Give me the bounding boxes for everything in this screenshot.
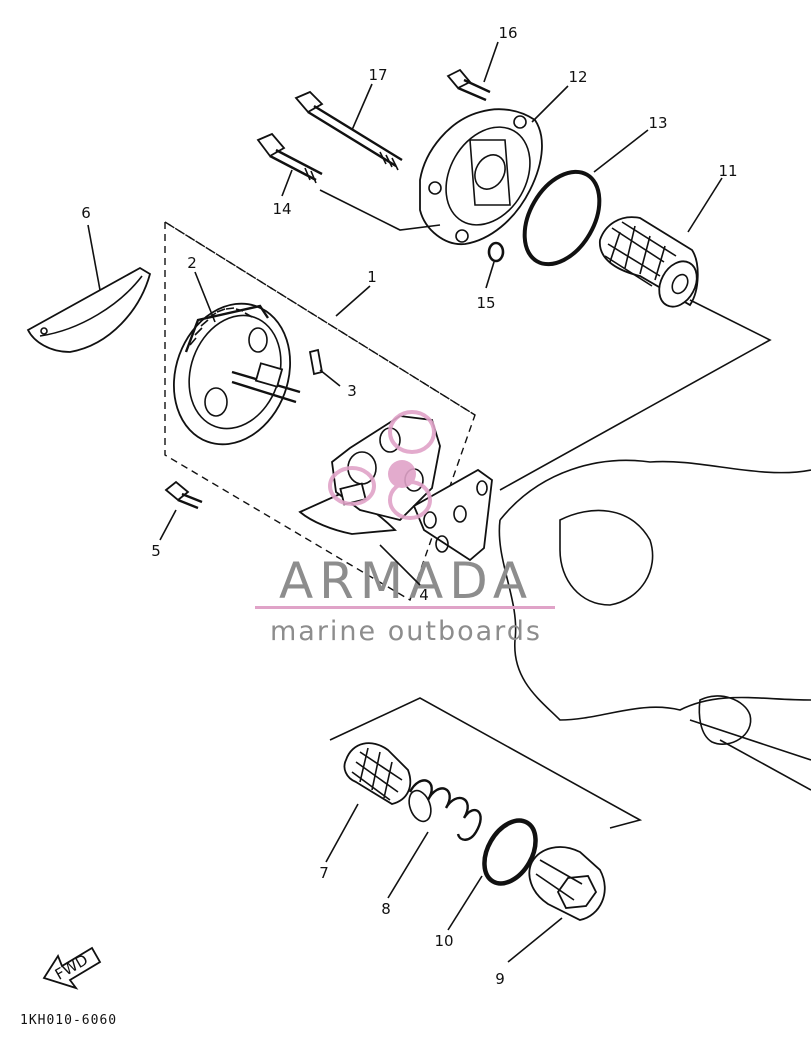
part-code: 1KH010-6060 — [20, 1013, 117, 1028]
part-6-guide-cover — [26, 266, 152, 353]
part-13-o-ring — [522, 169, 602, 267]
callout-6: 6 — [81, 204, 91, 222]
engine-case-outline — [498, 459, 811, 791]
callout-16: 16 — [498, 24, 517, 42]
part-7-strainer — [343, 742, 412, 805]
watermark-tagline: marine outboards — [270, 616, 542, 647]
part-9-drain-plug — [528, 846, 606, 921]
callout-9: 9 — [495, 970, 505, 988]
part-15-small-o-ring — [487, 241, 505, 263]
part-5-screw — [164, 480, 203, 510]
part-14-bolt — [256, 132, 323, 184]
watermark-brand: ARMADA — [279, 552, 533, 610]
watermark: ARMADA marine outboards — [255, 410, 555, 647]
callout-14: 14 — [272, 200, 291, 218]
callout-3: 3 — [347, 382, 357, 400]
watermark-propeller-logo — [328, 410, 436, 520]
callout-2: 2 — [187, 254, 197, 272]
callout-9-ten: 10 — [434, 932, 453, 950]
part-16-small-bolt — [446, 68, 491, 102]
part-2-driven-gear — [173, 302, 301, 446]
callout-17: 17 — [368, 66, 387, 84]
part-10-o-ring — [482, 818, 538, 886]
callout-1: 1 — [367, 268, 377, 286]
leader-lines — [87, 41, 772, 963]
part-17-long-bolt — [294, 90, 403, 171]
callout-8: 8 — [381, 900, 391, 918]
callout-7: 7 — [319, 864, 329, 882]
callout-numbers: 1 2 3 4 5 6 7 8 10 9 11 12 13 14 15 16 1… — [81, 24, 737, 988]
part-4-oil-pump-body — [298, 415, 493, 562]
callout-12: 12 — [568, 68, 587, 86]
pump-assembly-dashed-outline — [164, 220, 476, 602]
part-8-spring — [408, 779, 482, 841]
callout-15: 15 — [476, 294, 495, 312]
callout-4: 4 — [419, 586, 429, 604]
part-11-oil-filter-element — [599, 216, 699, 308]
callout-5: 5 — [151, 542, 161, 560]
part-12-filter-cover — [419, 108, 543, 245]
callout-13: 13 — [648, 114, 667, 132]
callout-11: 11 — [718, 162, 737, 180]
drain-assembly-outline — [329, 697, 643, 829]
watermark-underline — [255, 606, 555, 609]
fwd-arrow: FWD — [42, 946, 102, 990]
